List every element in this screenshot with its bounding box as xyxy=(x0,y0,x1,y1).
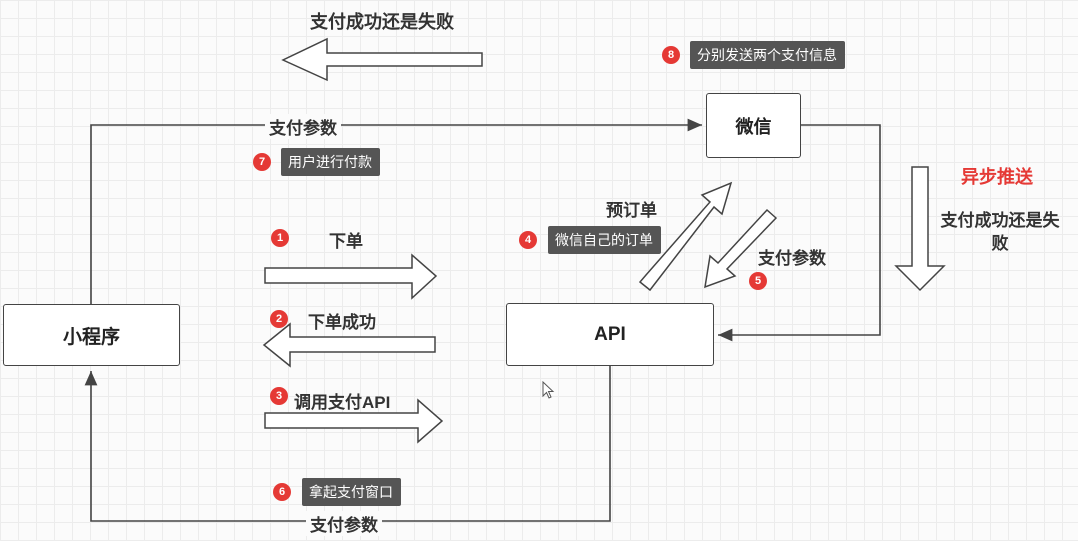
note-open-pay-window: 拿起支付窗口 xyxy=(302,478,401,506)
step-badge-1: 1 xyxy=(271,229,289,247)
step-badge-2: 2 xyxy=(270,310,288,328)
step-badge-8: 8 xyxy=(662,46,680,64)
arrow-call-pay-api xyxy=(264,398,444,444)
note-send-two-pay-info: 分别发送两个支付信息 xyxy=(690,41,845,69)
step-badge-5: 5 xyxy=(749,272,767,290)
line-wechat-to-api xyxy=(718,124,881,342)
arrow-pay-params-right xyxy=(704,208,778,289)
arrow-async-push xyxy=(894,166,946,292)
node-wechat: 微信 xyxy=(706,93,801,158)
step-badge-3: 3 xyxy=(270,387,288,405)
note-user-pays: 用户进行付款 xyxy=(281,148,380,176)
step-badge-4: 4 xyxy=(519,231,537,249)
mouse-cursor-icon xyxy=(542,381,555,399)
label-pay-params-right: 支付参数 xyxy=(758,249,826,268)
step-badge-7: 7 xyxy=(253,153,271,171)
label-pre-order: 预订单 xyxy=(606,201,657,220)
label-pay-result-right: 支付成功还是失 败 xyxy=(940,211,1060,253)
note-wechat-own-order: 微信自己的订单 xyxy=(548,226,661,254)
line-mini-to-wechat xyxy=(90,118,702,304)
arrow-order-success xyxy=(262,322,436,368)
label-pay-result-top: 支付成功还是失败 xyxy=(310,12,454,32)
label-async-push: 异步推送 xyxy=(961,167,1033,187)
step-badge-6: 6 xyxy=(273,483,291,501)
node-api: API xyxy=(506,303,714,366)
node-mini-program: 小程序 xyxy=(3,304,180,366)
arrow-pay-result-top xyxy=(281,37,483,82)
arrow-place-order xyxy=(264,253,438,300)
label-order-success: 下单成功 xyxy=(308,313,376,332)
label-pay-params-top: 支付参数 xyxy=(265,114,341,139)
label-place-order: 下单 xyxy=(329,232,363,251)
arrow-pre-order xyxy=(638,181,733,292)
label-pay-params-bottom: 支付参数 xyxy=(306,511,382,536)
label-call-pay-api: 调用支付API xyxy=(294,393,391,412)
